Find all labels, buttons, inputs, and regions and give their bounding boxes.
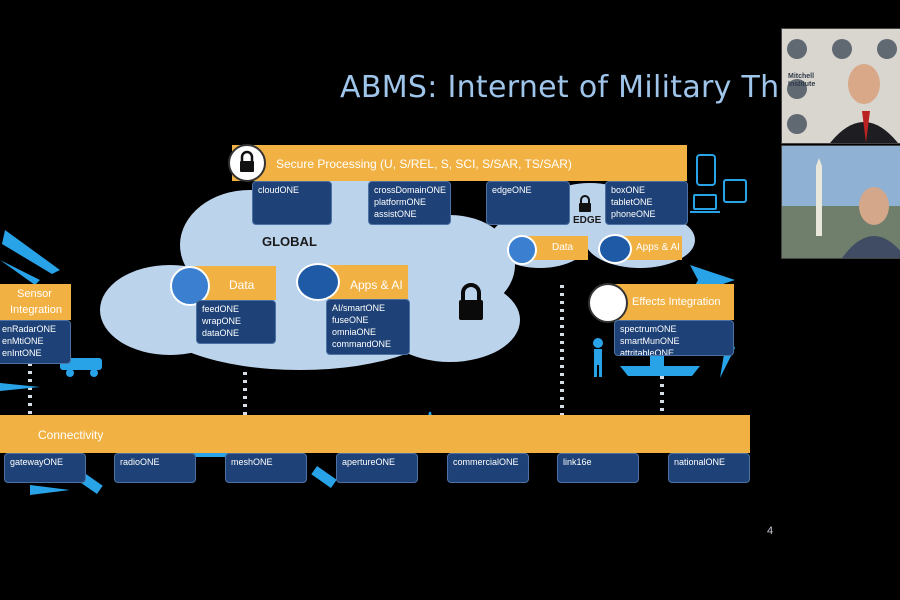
speaker-video-bottom [781, 145, 900, 259]
list-item: enMtiONE [2, 336, 44, 346]
connectivity-box: meshONE [225, 453, 307, 483]
connectivity-bar [0, 415, 750, 453]
connectivity-box: nationalONE [668, 453, 750, 483]
mitchell-banner-text: Mitchell Institute [788, 73, 816, 88]
list-item: apertureONE [342, 457, 396, 467]
list-item: omniaONE [332, 327, 377, 337]
speaker-video-top: Mitchell Institute [781, 28, 900, 144]
list-item: link16e [563, 457, 592, 467]
lock-icon [459, 283, 483, 320]
edge-box: edgeONE [486, 181, 570, 225]
list-item: boxONE [611, 185, 646, 195]
cloud-box: cloudONE [252, 181, 332, 225]
list-item: enRadarONE [2, 324, 57, 334]
sensor-label-line2: Integration [10, 304, 62, 316]
list-item: wrapONE [202, 316, 242, 326]
list-item: gatewayONE [10, 457, 64, 467]
connectivity-box: link16e [557, 453, 639, 483]
list-item: commandONE [332, 339, 392, 349]
list-item: enIntONE [2, 348, 42, 358]
list-item: radioONE [120, 457, 160, 467]
list-item: meshONE [231, 457, 273, 467]
list-item: phoneONE [611, 209, 656, 219]
connectivity-label: Connectivity [38, 428, 104, 442]
brain-icon [296, 263, 340, 301]
list-item: smartMunONE [620, 336, 680, 346]
sensor-integration-bar [0, 284, 71, 320]
secure-processing-label: Secure Processing (U, S/REL, S, SCI, S/S… [276, 157, 572, 171]
edge-label: EDGE [573, 215, 602, 226]
global-label: GLOBAL [262, 234, 317, 249]
devices-box: boxONE tabletONE phoneONE [605, 181, 688, 225]
database-icon [170, 266, 210, 306]
sensor-label-line1: Sensor [17, 288, 52, 300]
connectivity-box: radioONE [114, 453, 196, 483]
list-item: nationalONE [674, 457, 726, 467]
connectivity-box: commercialONE [447, 453, 529, 483]
list-item: spectrumONE [620, 324, 677, 334]
connectivity-box: apertureONE [336, 453, 418, 483]
global-apps-label: Apps & AI [350, 278, 403, 292]
list-item: edgeONE [492, 185, 532, 195]
list-item: assistONE [374, 209, 417, 219]
edge-apps-label: Apps & AI [636, 242, 680, 253]
edge-lock-icon [579, 195, 591, 212]
padlock-icon [240, 150, 254, 172]
global-data-box: feedONE wrapONE dataONE [196, 300, 276, 344]
list-item: crossDomainONE [374, 185, 447, 195]
effects-label: Effects Integration [632, 296, 721, 308]
list-item: platformONE [374, 197, 427, 207]
soldier-icon [593, 338, 603, 377]
jet-badge-icon [588, 283, 628, 323]
crossdomain-box: crossDomainONE platformONE assistONE [368, 181, 451, 225]
brain-icon [598, 234, 632, 264]
global-apps-box: AI/smartONE fuseONE omniaONE commandONE [326, 299, 410, 355]
list-item: attritableONE [620, 348, 675, 356]
device-icons [690, 154, 747, 213]
list-item: feedONE [202, 304, 240, 314]
connectivity-box: gatewayONE [4, 453, 86, 483]
list-item: tabletONE [611, 197, 653, 207]
list-item: fuseONE [332, 315, 369, 325]
secure-lock-badge [228, 144, 266, 182]
speaker-portrait [782, 158, 900, 258]
list-item: cloudONE [258, 185, 300, 195]
database-icon [507, 235, 537, 265]
speaker-portrait [787, 39, 898, 143]
ship-icon [620, 356, 700, 376]
list-item: dataONE [202, 328, 240, 338]
slide-title: ABMS: Internet of Military Things [340, 70, 843, 105]
page-number: 4 [767, 525, 774, 537]
effects-box: spectrumONE smartMunONE attritableONE [614, 320, 734, 356]
edge-data-label: Data [552, 242, 574, 253]
global-data-label: Data [229, 278, 255, 292]
list-item: AI/smartONE [332, 303, 386, 313]
sensor-box: enRadarONE enMtiONE enIntONE [0, 320, 71, 364]
secure-processing-bar [232, 145, 687, 181]
list-item: commercialONE [453, 457, 519, 467]
